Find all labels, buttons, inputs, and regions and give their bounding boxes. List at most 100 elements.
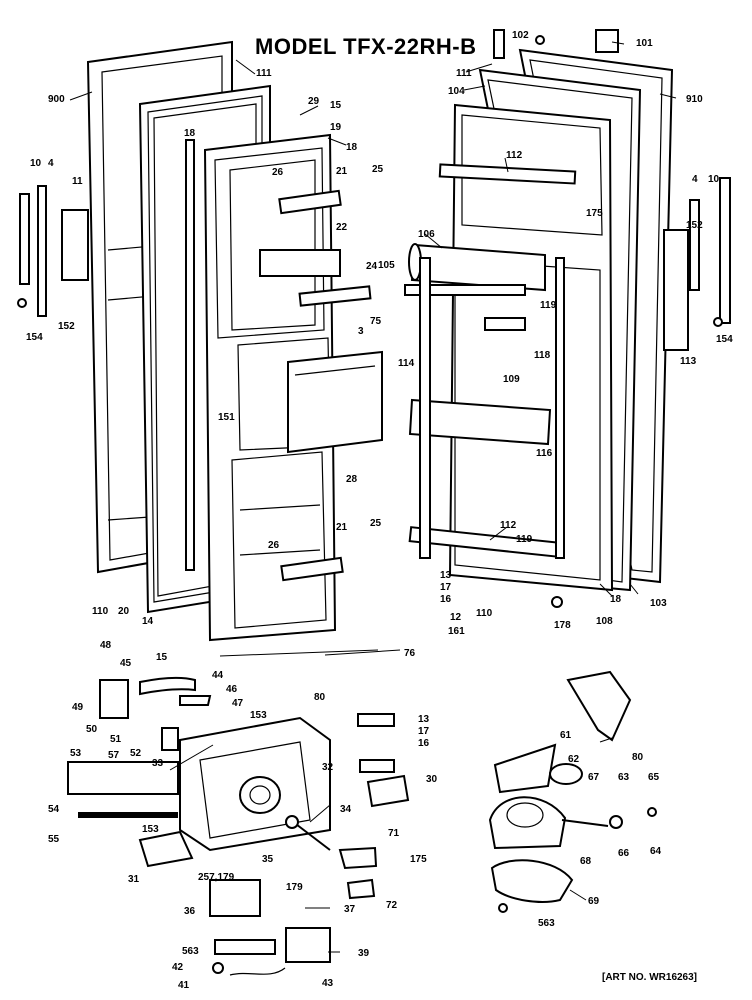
ice-maker-bracket — [566, 670, 632, 742]
part-label: 24 — [366, 261, 378, 272]
part-label: 15 — [156, 652, 168, 663]
part-label: 62 — [568, 754, 580, 765]
part-label: 175 — [410, 854, 427, 865]
part-label: 80 — [314, 692, 326, 703]
part-label: 111 — [456, 68, 472, 79]
part-label: 114 — [398, 358, 415, 369]
part-label: 18 — [346, 142, 358, 153]
part-label: 22 — [336, 222, 348, 233]
part-label: 153 — [250, 710, 267, 721]
part-label: 47 — [232, 698, 244, 709]
part-label: 46 — [226, 684, 238, 695]
part-label: 48 — [100, 640, 112, 651]
part-label: 257,179 — [198, 872, 235, 883]
part-label: 103 — [650, 598, 667, 609]
freezer-hinge-parts — [17, 139, 195, 571]
part-label: 65 — [648, 772, 660, 783]
part-label: 20 — [118, 606, 130, 617]
part-label: 118 — [534, 350, 551, 361]
part-label: 66 — [618, 848, 630, 859]
part-label: 18 — [610, 594, 622, 605]
part-label: 69 — [588, 896, 600, 907]
part-label: 63 — [618, 772, 630, 783]
part-label: 178 — [554, 620, 571, 631]
part-label: 109 — [503, 374, 520, 385]
art-number: [ART NO. WR16263] — [602, 972, 698, 983]
part-label: 76 — [404, 648, 416, 659]
model-title: MODEL TFX-22RH-B — [255, 34, 477, 59]
part-label: 26 — [268, 540, 280, 551]
ice-dispenser-door — [287, 350, 383, 454]
part-number-labels: 111 900 29 15 19 18 18 10 4 11 26 21 25 … — [26, 30, 733, 991]
part-label: 13 — [418, 714, 430, 725]
part-label: 16 — [440, 594, 452, 605]
part-label: 39 — [358, 948, 370, 959]
part-label: 50 — [86, 724, 98, 735]
freezer-shelves — [259, 189, 372, 582]
part-label: 41 — [178, 980, 190, 991]
part-label: 11 — [72, 176, 83, 187]
part-label: 37 — [344, 904, 356, 915]
part-label: 110 — [476, 608, 493, 619]
part-label: 21 — [336, 166, 348, 177]
part-label: 104 — [448, 86, 465, 97]
leader-lines — [69, 41, 677, 953]
part-label: 75 — [370, 316, 382, 327]
part-label: 154 — [26, 332, 43, 343]
part-label: 80 — [632, 752, 644, 763]
part-label: 57 — [108, 750, 120, 761]
part-label: 108 — [596, 616, 613, 627]
part-label: 3 — [358, 326, 364, 337]
part-label: 21 — [336, 522, 348, 533]
part-label: 33 — [152, 758, 164, 769]
part-label: 18 — [184, 128, 196, 139]
part-label: 116 — [536, 448, 553, 459]
part-label: 35 — [262, 854, 274, 865]
part-label: 31 — [128, 874, 140, 885]
part-label: 54 — [48, 804, 60, 815]
part-label: 67 — [588, 772, 600, 783]
part-label: 161 — [448, 626, 465, 637]
part-label: 61 — [560, 730, 572, 741]
part-label: 36 — [184, 906, 196, 917]
part-label: 32 — [322, 762, 334, 773]
part-label: 105 — [378, 260, 395, 271]
part-label: 55 — [48, 834, 60, 845]
part-label: 900 — [48, 94, 65, 105]
part-label: 26 — [272, 167, 284, 178]
part-label: 34 — [340, 804, 352, 815]
part-label: 28 — [346, 474, 358, 485]
part-label: 152 — [686, 220, 703, 231]
part-label: 15 — [330, 100, 342, 111]
part-label: 53 — [70, 748, 82, 759]
fresh-food-hinge-parts — [493, 29, 731, 608]
part-label: 4 — [692, 174, 698, 185]
part-label: 179 — [286, 882, 303, 893]
part-label: 112 — [506, 150, 523, 161]
part-label: 72 — [386, 900, 398, 911]
part-label: 563 — [182, 946, 199, 957]
part-label: 101 — [636, 38, 653, 49]
part-label: 17 — [440, 582, 452, 593]
part-label: 106 — [418, 229, 435, 240]
part-label: 563 — [538, 918, 555, 929]
part-label: 14 — [142, 616, 154, 627]
part-label: 152 — [58, 321, 75, 332]
part-label: 112 — [500, 520, 517, 531]
part-label: 49 — [72, 702, 84, 713]
part-label: 68 — [580, 856, 592, 867]
part-label: 71 — [388, 828, 400, 839]
part-label: 52 — [130, 748, 142, 759]
part-label: 13 — [440, 570, 452, 581]
part-label: 43 — [322, 978, 334, 989]
part-label: 30 — [426, 774, 438, 785]
part-label: 29 — [308, 96, 320, 107]
fresh-food-shelves — [404, 163, 577, 559]
part-label: 119 — [516, 534, 533, 545]
part-label: 17 — [418, 726, 430, 737]
part-label: 10 — [30, 158, 42, 169]
part-label: 51 — [110, 734, 122, 745]
part-label: 119 — [540, 300, 557, 311]
